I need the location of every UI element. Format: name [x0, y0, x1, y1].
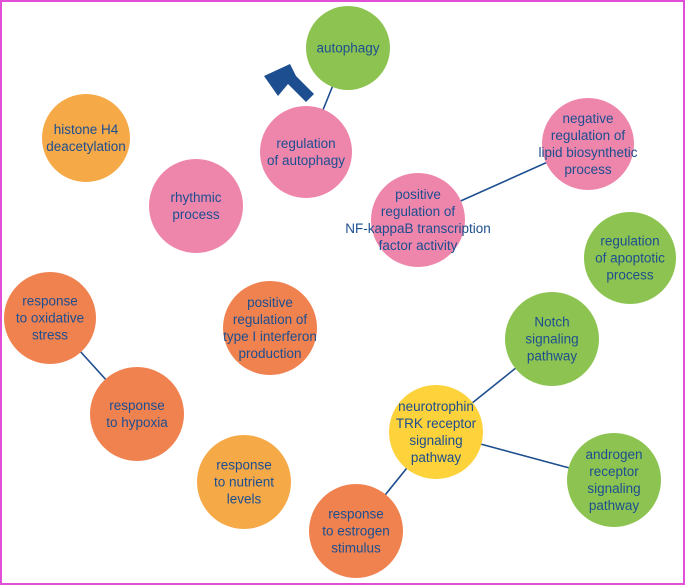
node-label-line: androgen: [585, 447, 642, 462]
node-label-line: factor activity: [379, 238, 458, 253]
node-label-line: regulation of: [233, 312, 308, 327]
node-negative-regulation-lipid: negative regulation of lipid biosynthetic p…: [538, 98, 638, 190]
node-response-to-hypoxia: response to hypoxia: [90, 367, 184, 461]
node-response-oxidative-stress: response to oxidative stress: [4, 272, 96, 364]
node-label-line: stimulus: [331, 541, 381, 556]
node-circle: [42, 94, 130, 182]
node-rhythmic-process: rhythmic process: [149, 159, 243, 253]
nodes-layer: autophagy regulation of autophagy histone H…: [4, 6, 676, 578]
node-label-line: to hypoxia: [106, 415, 168, 430]
node-label-line: pathway: [527, 349, 578, 364]
node-label-line: response: [216, 458, 272, 473]
node-label-line: rhythmic: [170, 190, 221, 205]
node-label-line: signaling: [587, 481, 640, 496]
node-label-line: response: [22, 294, 78, 309]
node-circle: [505, 292, 599, 386]
node-circle: [306, 6, 390, 90]
node-label-line: of apoptotic: [595, 251, 665, 266]
node-circle: [542, 98, 634, 190]
node-label-line: process: [606, 268, 654, 283]
node-label-line: production: [238, 346, 301, 361]
node-circle: [371, 173, 465, 267]
node-label-line: response: [328, 507, 384, 522]
node-circle: [223, 281, 317, 375]
node-regulation-of-apoptotic: regulation of apoptotic process: [584, 212, 676, 304]
node-label-line: TRK receptor: [396, 416, 477, 431]
node-label-line: lipid biosynthetic: [538, 145, 637, 160]
node-label-line: pathway: [589, 498, 640, 513]
node-label-line: pathway: [411, 450, 462, 465]
node-label-line: negative: [562, 111, 613, 126]
node-notch-signaling: Notch signaling pathway: [505, 292, 599, 386]
node-label-line: regulation: [276, 136, 335, 151]
node-histone-h4-deacetylation: histone H4 deacetylation: [42, 94, 130, 182]
node-circle: [197, 435, 291, 529]
node-positive-regulation-nfkb: positive regulation of NF-kappaB transcrip…: [345, 173, 491, 267]
node-circle: [260, 106, 352, 198]
node-label-line: positive: [395, 187, 441, 202]
node-circle: [4, 272, 96, 364]
arrow-pointer-icon: [264, 64, 314, 102]
node-label-line: of autophagy: [267, 153, 345, 168]
node-label-line: signaling: [525, 332, 578, 347]
node-label-line: regulation of: [551, 128, 626, 143]
node-circle: [149, 159, 243, 253]
node-response-estrogen: response to estrogen stimulus: [309, 484, 403, 578]
node-response-nutrient-levels: response to nutrient levels: [197, 435, 291, 529]
node-label-line: Notch: [534, 315, 569, 330]
node-positive-regulation-interferon: positive regulation of type I interferon pr…: [223, 281, 317, 375]
node-circle: [90, 367, 184, 461]
node-androgen-receptor: androgen receptor signaling pathway: [567, 433, 661, 527]
node-label-line: regulation: [600, 234, 659, 249]
node-label-line: autophagy: [316, 41, 379, 56]
node-label-line: positive: [247, 295, 293, 310]
node-label-line: deacetylation: [46, 139, 126, 154]
node-label-line: signaling: [409, 433, 462, 448]
node-autophagy: autophagy: [306, 6, 390, 90]
node-label-line: histone H4: [54, 122, 119, 137]
node-label-line: to estrogen: [322, 524, 390, 539]
node-circle: [389, 385, 483, 479]
node-label-line: levels: [227, 492, 262, 507]
node-label-line: to oxidative: [16, 311, 84, 326]
node-label-line: neurotrophin: [398, 399, 474, 414]
node-circle: [309, 484, 403, 578]
node-label-line: type I interferon: [223, 329, 317, 344]
node-label-line: response: [109, 398, 165, 413]
node-label-line: stress: [32, 328, 68, 343]
node-circle: [567, 433, 661, 527]
node-label-line: process: [172, 207, 220, 222]
node-label-line: regulation of: [381, 204, 456, 219]
node-label-line: NF-kappaB transcription: [345, 221, 491, 236]
node-regulation-of-autophagy: regulation of autophagy: [260, 106, 352, 198]
node-label-line: to nutrient: [214, 475, 274, 490]
node-circle: [584, 212, 676, 304]
node-label-line: receptor: [589, 464, 639, 479]
node-label-line: process: [564, 162, 612, 177]
